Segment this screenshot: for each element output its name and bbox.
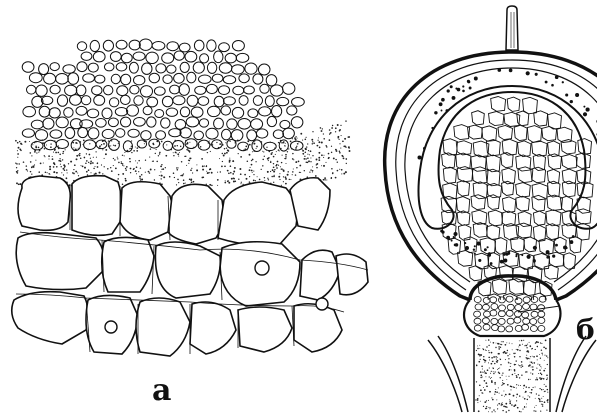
ovule-apex-stalk xyxy=(506,6,518,50)
panel-a-tissue xyxy=(12,39,368,356)
panel-b-label: б xyxy=(576,316,595,344)
small-cell-layer xyxy=(22,39,304,152)
panel-b-ovule xyxy=(385,6,597,413)
panel-a-label: а xyxy=(152,376,171,406)
funiculus-stipple xyxy=(475,339,548,413)
